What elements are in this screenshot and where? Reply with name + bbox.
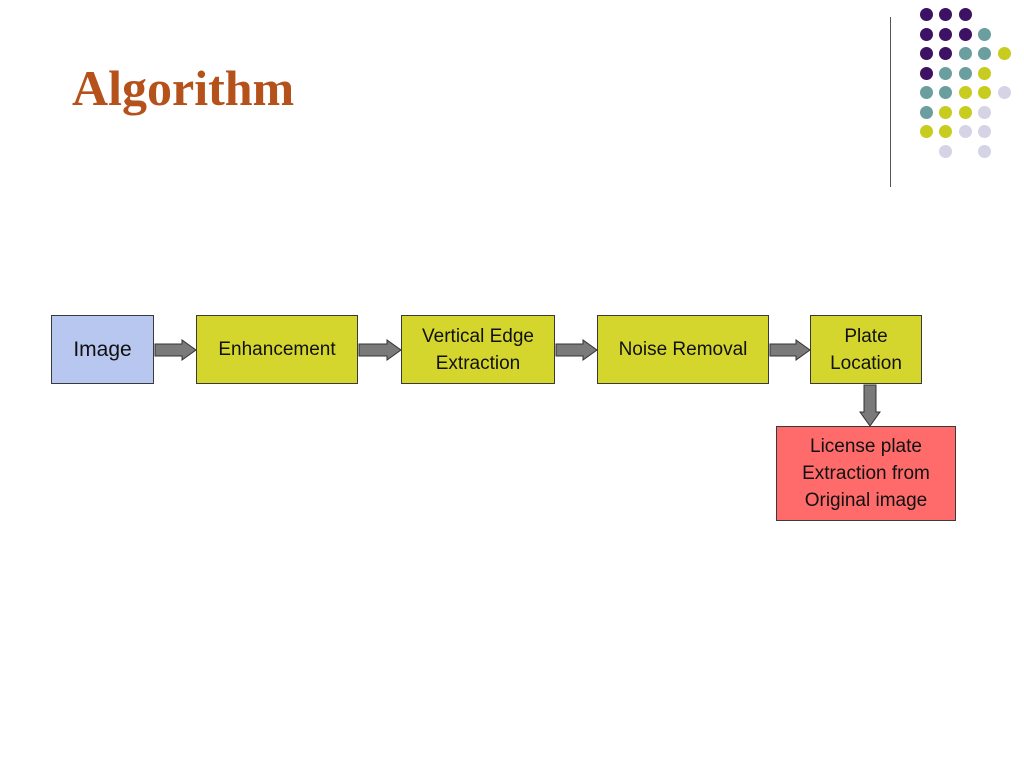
decorative-dot xyxy=(919,86,933,99)
license-plate-label-line1: License plate xyxy=(810,436,922,457)
noise-removal-label: Noise Removal xyxy=(618,339,748,360)
plate-location-box: Plate Location xyxy=(810,315,922,384)
decorative-dot xyxy=(919,47,933,60)
decorative-dot xyxy=(919,27,933,41)
decorative-dot xyxy=(997,86,1011,99)
license-plate-label-line3: Original image xyxy=(804,490,928,511)
plate-location-label-line2: Location xyxy=(830,352,902,374)
arrow-noise-removal-to-plate-location xyxy=(769,339,811,361)
decorative-dot xyxy=(978,125,991,138)
decorative-dot xyxy=(958,66,972,80)
plate-location-label-line1: Plate xyxy=(844,325,888,347)
enhancement-label: Enhancement xyxy=(218,339,336,360)
decorative-dot xyxy=(939,125,952,138)
decorative-dot xyxy=(939,105,952,119)
decorative-dot xyxy=(978,47,991,60)
vertical-edge-label-line1: Vertical Edge xyxy=(422,325,534,347)
arrow-enhancement-to-vertical-edge xyxy=(358,339,402,361)
arrow-image-to-enhancement xyxy=(154,339,197,361)
decorative-dot xyxy=(978,27,991,41)
slide-title: Algorithm xyxy=(72,60,295,116)
decorative-dot xyxy=(939,27,952,41)
vertical-edge-extraction-box: Vertical Edge Extraction xyxy=(401,315,555,384)
image-box: Image xyxy=(51,315,154,384)
decorative-dot xyxy=(978,144,991,158)
license-plate-extraction-box: License plate Extraction from Original i… xyxy=(776,426,956,521)
decorative-dot xyxy=(958,105,972,119)
decorative-dot xyxy=(939,8,952,21)
noise-removal-box: Noise Removal xyxy=(597,315,769,384)
decorative-dot xyxy=(919,66,933,80)
title-divider xyxy=(890,17,891,187)
arrow-vertical-edge-to-noise-removal xyxy=(555,339,598,361)
decorative-dot xyxy=(978,105,991,119)
decorative-dot xyxy=(958,86,972,99)
decorative-dot xyxy=(958,125,972,138)
decorative-dot xyxy=(958,47,972,60)
decorative-dot xyxy=(997,47,1011,60)
decorative-dot xyxy=(939,86,952,99)
decorative-dot xyxy=(978,66,991,80)
vertical-edge-label-line2: Extraction xyxy=(435,352,521,374)
decorative-dot-grid xyxy=(900,8,1011,168)
decorative-dot xyxy=(958,27,972,41)
decorative-dot xyxy=(939,144,952,158)
image-label: Image xyxy=(73,338,132,361)
arrow-plate-location-to-license-plate xyxy=(859,384,881,427)
decorative-dot xyxy=(919,125,933,138)
decorative-dot xyxy=(939,47,952,60)
decorative-dot xyxy=(919,8,933,21)
license-plate-label-line2: Extraction from xyxy=(802,463,930,484)
enhancement-box: Enhancement xyxy=(196,315,358,384)
decorative-dot xyxy=(919,105,933,119)
decorative-dot xyxy=(958,8,972,21)
decorative-dot xyxy=(939,66,952,80)
decorative-dot xyxy=(978,86,991,99)
